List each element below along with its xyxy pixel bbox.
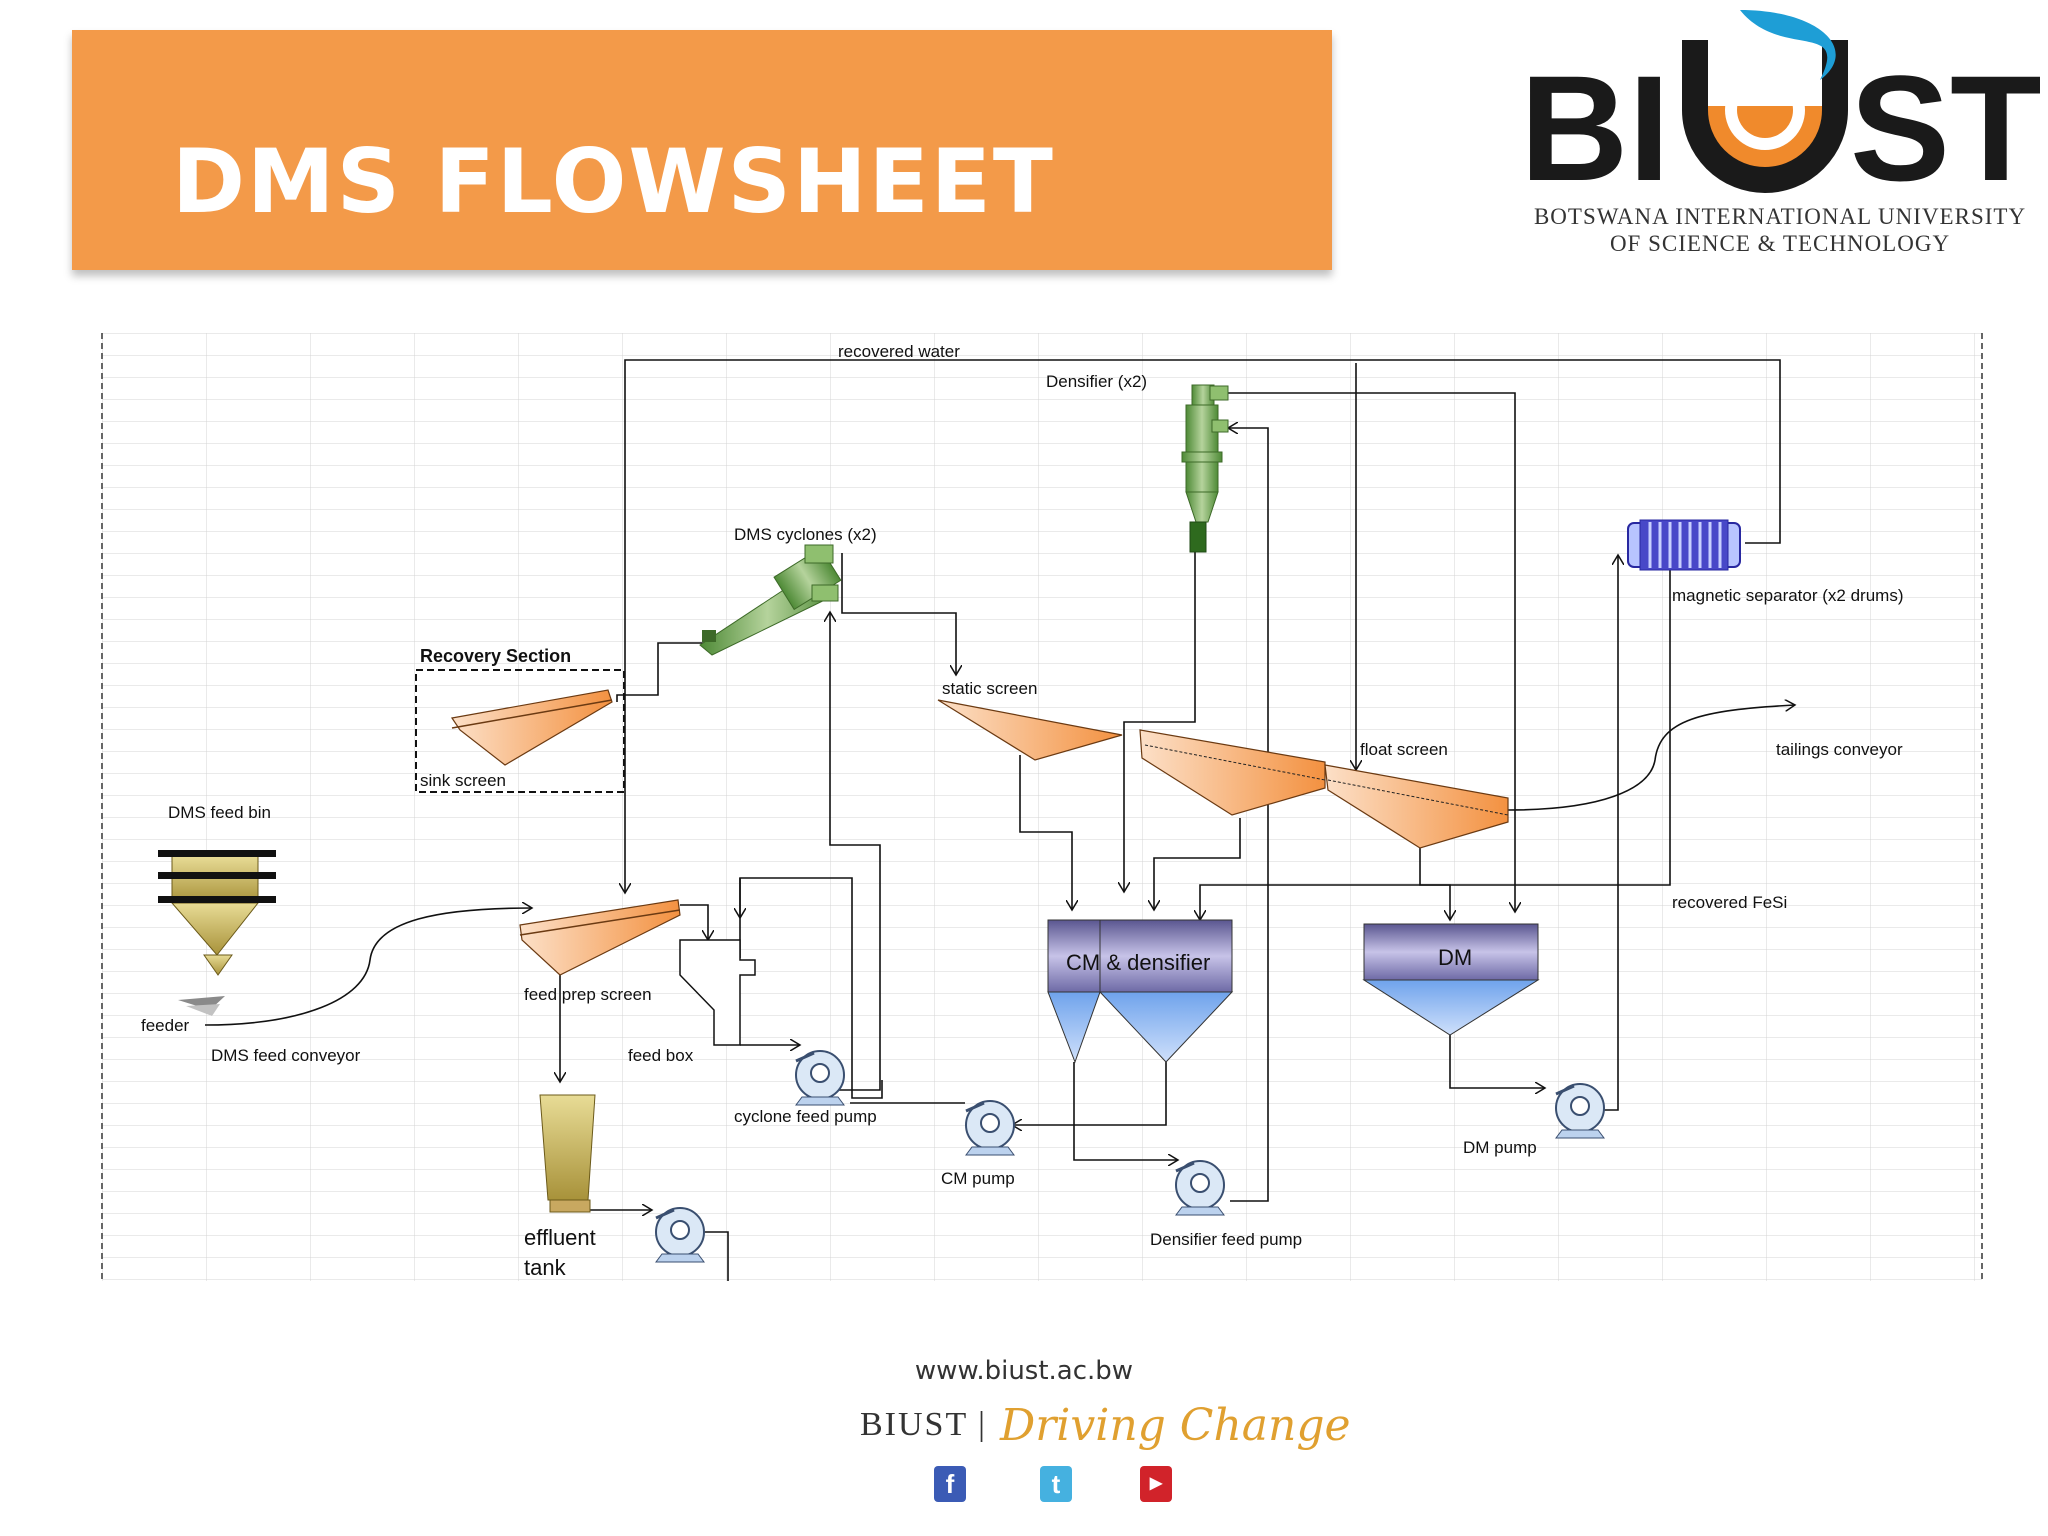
facebook-icon[interactable]: f [934, 1466, 966, 1502]
logo-university-line2: OF SCIENCE & TECHNOLOGY [1609, 231, 1951, 256]
footer-tagline: Driving Change [1000, 1400, 1351, 1451]
logo-letters-st: ST [1850, 44, 2040, 200]
flow-lines [204, 359, 1795, 1281]
line-dms-feed-conveyor [204, 908, 532, 1026]
recovery-section-box [415, 669, 625, 793]
feed-prep-screen-shape [519, 899, 681, 976]
densifier-cyclone-shape [1181, 384, 1229, 553]
line-tailings-conveyor [1507, 705, 1795, 811]
line-feed-to-feedbox [680, 904, 708, 940]
line-recovered-fesi [1200, 570, 1671, 920]
label-dm: DM [1438, 945, 1472, 970]
label-densifier-feed-pump: Densifier feed pump [1150, 1230, 1302, 1249]
logo-gear-icon [1680, 10, 1850, 193]
cm-pump-icon [965, 1100, 1015, 1156]
label-feeder: feeder [141, 1016, 190, 1035]
logo-swoosh-icon [1740, 10, 1836, 80]
line-densifier-overflow [1225, 392, 1515, 912]
biust-logo: BI ST BOTSWANA INTERNATIONAL UNIVERSITY … [1520, 0, 2042, 280]
label-cm-pump: CM pump [941, 1169, 1015, 1188]
line-effluent-pump-out [700, 1231, 729, 1281]
footer-url[interactable]: www.biust.ac.bw [914, 1356, 1134, 1386]
sink-screen-shape [450, 689, 613, 766]
dm-tank-shape [1362, 923, 1540, 1036]
line-cyclone-overflow [841, 553, 956, 675]
line-dm-pump-to-separator [1600, 555, 1618, 1111]
label-cm-densifier: CM & densifier [1066, 950, 1210, 975]
label-densifier: Densifier (x2) [1046, 372, 1147, 391]
line-densifier-feed [1228, 428, 1269, 1202]
dm-pump-icon [1555, 1083, 1605, 1139]
line-cyclone-underflow [616, 642, 710, 702]
label-dms-feed-bin: DMS feed bin [168, 803, 271, 822]
dms-feed-bin-shape [158, 850, 276, 976]
static-screen-shape [937, 699, 1123, 761]
label-feed-box: feed box [628, 1046, 694, 1065]
title-banner: DMS FLOWSHEET [72, 30, 1332, 270]
effluent-tank-shape [539, 1094, 596, 1213]
line-cm-to-densifier-pump [1073, 1062, 1178, 1160]
label-float-screen: float screen [1360, 740, 1448, 759]
label-recovered-water: recovered water [838, 342, 960, 361]
logo-letters-bi: BI [1520, 44, 1670, 200]
line-float-to-cm [1154, 818, 1241, 910]
label-dms-cyclones: DMS cyclones (x2) [734, 525, 877, 544]
line-recovered-water [625, 359, 1781, 893]
label-tailings-conveyor: tailings conveyor [1776, 740, 1903, 759]
magnetic-separator-shape [1627, 519, 1741, 571]
label-static-screen: static screen [942, 679, 1037, 698]
cyclone-feed-pump-icon [795, 1050, 845, 1106]
label-dms-feed-conveyor: DMS feed conveyor [211, 1046, 361, 1065]
page-title: DMS FLOWSHEET [172, 130, 1055, 233]
footer-brand: BIUST | [860, 1406, 987, 1443]
label-magnetic-separator: magnetic separator (x2 drums) [1672, 586, 1903, 605]
label-effluent: effluent [524, 1225, 596, 1250]
line-densifier-underflow [1124, 550, 1196, 892]
feeder-shape [178, 996, 225, 1016]
grid-background [102, 333, 1982, 1281]
densifier-feed-pump-icon [1175, 1160, 1225, 1216]
label-effluent-tank: tank [524, 1255, 567, 1280]
float-screen-shape [1139, 729, 1509, 849]
youtube-icon[interactable]: ▶ [1140, 1466, 1172, 1502]
line-dm-to-pump [1449, 1035, 1545, 1088]
twitter-icon[interactable]: t [1040, 1466, 1072, 1502]
label-sink-screen: sink screen [420, 771, 506, 790]
label-recovered-fesi: recovered FeSi [1672, 893, 1787, 912]
line-static-underflow [1019, 755, 1072, 910]
effluent-pump-icon [655, 1207, 705, 1263]
label-dm-pump: DM pump [1463, 1138, 1537, 1157]
line-pump-to-cyclone [830, 612, 881, 1091]
label-recovery-section: Recovery Section [420, 646, 571, 666]
label-feed-prep-screen: feed prep screen [524, 985, 652, 1004]
feed-box-shape [679, 939, 756, 1046]
dms-cyclone-shape [699, 544, 842, 656]
logo-university-line1: BOTSWANA INTERNATIONAL UNIVERSITY [1533, 204, 2027, 229]
label-cyclone-feed-pump: cyclone feed pump [734, 1107, 877, 1126]
biust-logo-mark: BI ST [1520, 10, 2042, 212]
cm-densifier-tank-shape [1047, 919, 1234, 1064]
line-cm-to-pump [1012, 1062, 1167, 1125]
